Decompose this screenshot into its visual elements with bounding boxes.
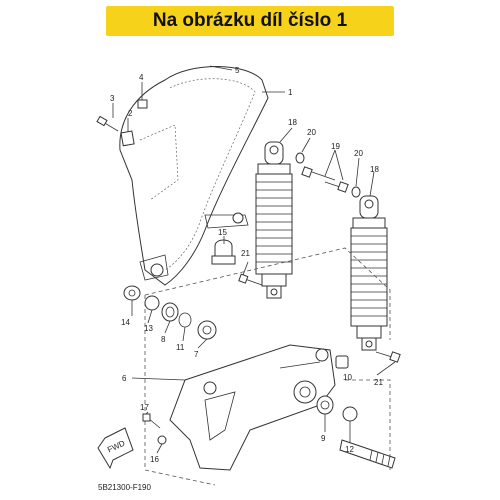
callout-21-right: 21: [374, 378, 383, 387]
callout-9: 9: [321, 434, 326, 443]
shock-absorber-left: [255, 141, 293, 299]
callout-18-left: 18: [288, 118, 297, 127]
bolt-21-left: [238, 273, 263, 286]
clip-2: [120, 130, 135, 147]
washer-16: [157, 435, 167, 445]
bolt-17: [142, 413, 161, 429]
shaft: [339, 439, 396, 469]
leader-lines: [112, 65, 396, 454]
washer-20-left: [295, 152, 305, 164]
collar-14: [123, 285, 141, 301]
callout-2: 2: [128, 109, 133, 118]
callout-13: 13: [144, 324, 153, 333]
bearing-7: [197, 320, 217, 340]
callout-numbers: 1 2 3 4 5 6 7 8 9 10 11 12 13 14 15 16 1…: [110, 66, 383, 464]
callout-3: 3: [110, 94, 115, 103]
fwd-arrow: FWD: [97, 427, 134, 470]
bearing-8: [161, 302, 179, 322]
callout-16: 16: [150, 455, 159, 464]
clamp-15: [211, 239, 236, 265]
collar-12: [342, 406, 358, 422]
callout-6: 6: [122, 374, 127, 383]
circlip-11: [178, 312, 192, 328]
callout-5: 5: [235, 66, 240, 75]
bolt-3: [96, 115, 119, 132]
callout-20-right: 20: [354, 149, 363, 158]
callout-11: 11: [176, 343, 185, 352]
diagram-code: 5B21300-F190: [98, 483, 151, 492]
link-bracket-6: [169, 344, 336, 471]
title-banner: Na obrázku díl číslo 1: [106, 6, 394, 36]
callout-20-left: 20: [307, 128, 316, 137]
rear-fender: [119, 66, 269, 286]
callout-8: 8: [161, 335, 166, 344]
collar-13: [144, 295, 160, 311]
callout-21-left: 21: [241, 249, 250, 258]
bolt-19: [301, 166, 349, 193]
callout-1: 1: [288, 88, 293, 97]
dashed-guide-left: [144, 295, 216, 486]
collar-10: [335, 355, 349, 369]
callout-15: 15: [218, 228, 227, 237]
callout-17: 17: [140, 403, 149, 412]
callout-7: 7: [194, 350, 199, 359]
callout-19: 19: [331, 142, 340, 151]
callout-18-right: 18: [370, 165, 379, 174]
bolt-21-right: [375, 351, 401, 363]
callout-12: 12: [345, 445, 354, 454]
bolt-4: [137, 88, 148, 109]
callout-10: 10: [343, 373, 352, 382]
washer-9: [316, 395, 334, 415]
dashed-guide-right: [345, 379, 391, 470]
title-banner-text: Na obrázku díl číslo 1: [152, 10, 348, 31]
washer-20-right: [351, 186, 361, 198]
shock-absorber-right: [350, 195, 388, 351]
callout-4: 4: [139, 73, 144, 82]
callout-14: 14: [121, 318, 130, 327]
